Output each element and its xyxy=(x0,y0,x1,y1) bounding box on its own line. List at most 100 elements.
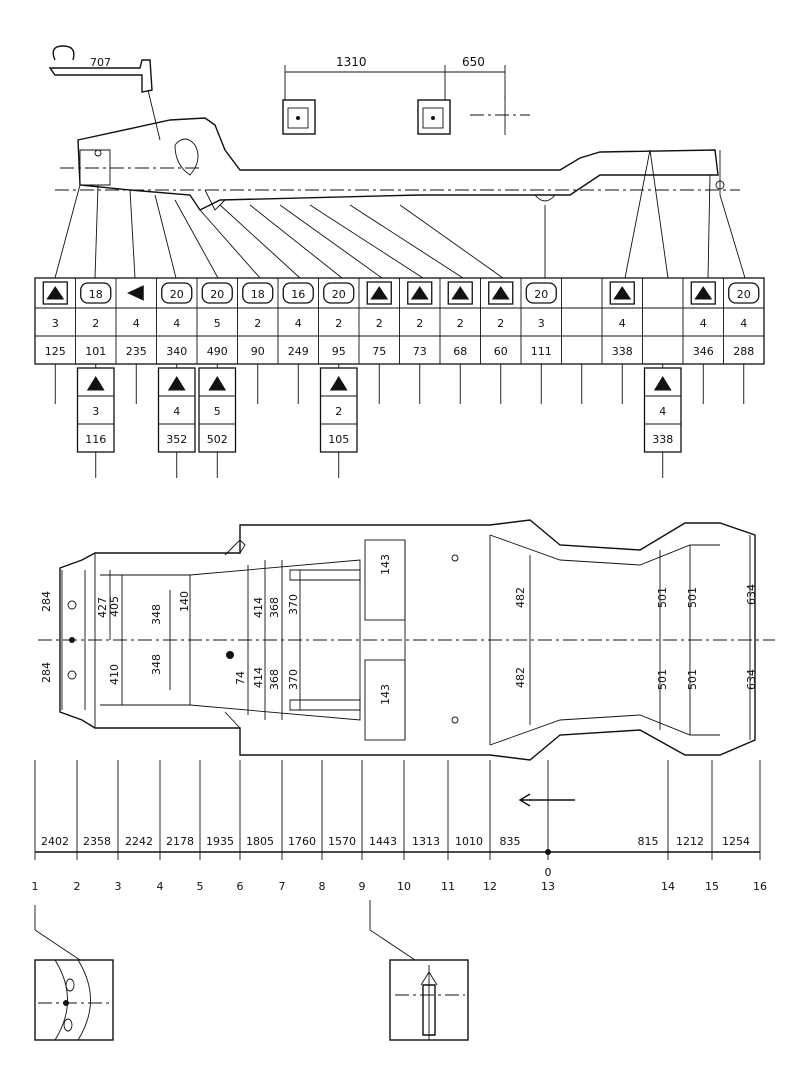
table-count: 5 xyxy=(214,317,221,330)
dim-74: 74 xyxy=(234,671,247,685)
size-badge-label: 16 xyxy=(291,288,305,301)
baseline-point-label: 3 xyxy=(115,880,122,893)
dim-501-a: 501 xyxy=(656,587,669,608)
table-value: 60 xyxy=(494,345,508,358)
table-value: 338 xyxy=(612,345,633,358)
dim-501-b: 501 xyxy=(656,669,669,690)
datum-point xyxy=(545,849,551,855)
table-value: 125 xyxy=(45,345,66,358)
triangle-icon xyxy=(167,376,186,391)
size-badge-label: 18 xyxy=(251,288,265,301)
baseline-distance: 2242 xyxy=(125,835,153,848)
table-count: 2 xyxy=(92,317,99,330)
table-count: 2 xyxy=(497,317,504,330)
dim-1310: 1310 xyxy=(336,55,367,69)
dim-348-top: 348 xyxy=(150,604,163,625)
baseline-distance: 1254 xyxy=(722,835,750,848)
baseline-distance: 1570 xyxy=(328,835,356,848)
dim-370-top: 370 xyxy=(287,594,300,615)
size-badge-label: 18 xyxy=(89,288,103,301)
baseline-point-label: 5 xyxy=(197,880,204,893)
baseline-point-label: 6 xyxy=(237,880,244,893)
size-badge xyxy=(525,282,557,304)
dim-370-bottom: 370 xyxy=(287,669,300,690)
dim-634-bottom: 634 xyxy=(745,669,758,690)
triangle-icon xyxy=(370,286,389,300)
measurement-table: 3125182101423520434020549018290164249202… xyxy=(34,277,765,404)
baseline-distance: 2358 xyxy=(83,835,111,848)
sub-box-value: 502 xyxy=(207,433,228,446)
table-count: 3 xyxy=(52,317,59,330)
size-badge xyxy=(242,282,274,304)
triangle-icon xyxy=(410,286,429,300)
baseline-distance: 815 xyxy=(638,835,659,848)
sub-box-value: 338 xyxy=(652,433,673,446)
size-badge xyxy=(201,282,233,304)
size-badge xyxy=(323,282,355,304)
baseline-point-label: 11 xyxy=(441,880,455,893)
dim-348-bottom: 348 xyxy=(150,654,163,675)
dim-414-top: 414 xyxy=(252,597,265,618)
detail-inset-left xyxy=(34,905,114,1041)
table-count: 4 xyxy=(133,317,140,330)
size-badge-label: 20 xyxy=(170,288,184,301)
sub-box-count: 5 xyxy=(214,405,221,418)
dim-634-top: 634 xyxy=(745,584,758,605)
table-column: 2 73 xyxy=(399,278,433,364)
dim-501-c: 501 xyxy=(686,587,699,608)
baseline-zero: 0 xyxy=(545,866,552,879)
table-value: 95 xyxy=(332,345,346,358)
table-count: 4 xyxy=(700,317,707,330)
baseline-distance: 1313 xyxy=(412,835,440,848)
triangle-icon xyxy=(613,286,632,300)
table-value: 288 xyxy=(733,345,754,358)
table-column: 3 125 xyxy=(34,278,68,364)
sub-box-count: 3 xyxy=(92,405,99,418)
table-value: 73 xyxy=(413,345,427,358)
table-count: 4 xyxy=(740,317,747,330)
dim-284-bottom: 284 xyxy=(40,662,53,683)
table-count: 4 xyxy=(619,317,626,330)
sub-box: 5 502 xyxy=(198,367,237,478)
baseline-distance: 2178 xyxy=(166,835,194,848)
baseline-distance: 1760 xyxy=(288,835,316,848)
baseline-point-label: 1 xyxy=(32,880,39,893)
dim-501-d: 501 xyxy=(686,669,699,690)
table-count: 2 xyxy=(416,317,423,330)
dim-368-bottom: 368 xyxy=(268,669,281,690)
size-badge xyxy=(728,282,760,304)
sub-box-count: 4 xyxy=(659,405,666,418)
size-badge-label: 20 xyxy=(737,288,751,301)
dim-284-top: 284 xyxy=(40,591,53,612)
baseline-distance: 1010 xyxy=(455,835,483,848)
side-leader-lines xyxy=(54,149,746,279)
dim-410: 410 xyxy=(108,664,121,685)
table-value: 101 xyxy=(85,345,106,358)
table-count: 4 xyxy=(295,317,302,330)
detail-inset-right xyxy=(369,900,469,1041)
triangle-icon xyxy=(491,286,510,300)
baseline-point-label: 16 xyxy=(753,880,767,893)
baseline-distance: 1805 xyxy=(246,835,274,848)
table-count: 2 xyxy=(254,317,261,330)
baseline-point-label: 14 xyxy=(661,880,675,893)
dim-368-top: 368 xyxy=(268,597,281,618)
table-count: 2 xyxy=(457,317,464,330)
triangle-icon xyxy=(86,376,105,391)
table-column: 4 338 xyxy=(601,278,635,364)
dim-140: 140 xyxy=(178,591,191,612)
hook-dim: 707 xyxy=(90,56,111,69)
table-value: 346 xyxy=(693,345,714,358)
table-column: 268 xyxy=(439,278,473,364)
dim-427: 427 xyxy=(96,597,109,618)
baseline-point-label: 7 xyxy=(279,880,286,893)
top-dimension-bar: 1310 650 xyxy=(284,55,506,100)
sub-box-value: 352 xyxy=(166,433,187,446)
baseline-point-label: 9 xyxy=(359,880,366,893)
